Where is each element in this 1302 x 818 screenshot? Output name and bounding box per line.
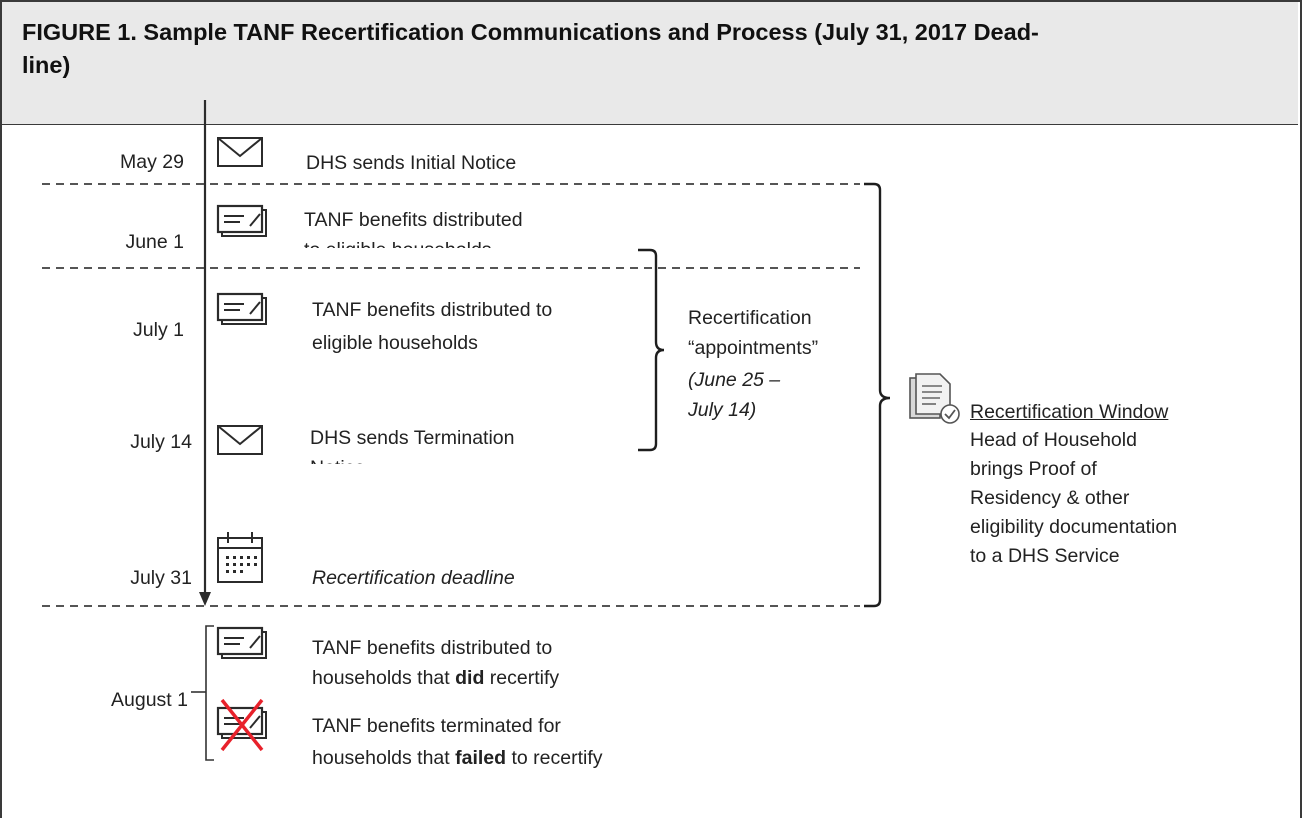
recert-window-line: eligibility documentation — [970, 516, 1178, 538]
event-termination-notice-line1: DHS sends Termination — [310, 427, 515, 449]
timeline-arrow — [199, 592, 211, 606]
benefit-card-icon — [216, 292, 267, 325]
appointments-dates-line2: July 14) — [688, 399, 757, 421]
appointments-bracket — [638, 248, 665, 452]
recert-window-line: brings Proof of — [970, 458, 1097, 480]
appointments-label-line2: “appointments” — [688, 337, 819, 359]
figure-title: FIGURE 1. Sample TANF Recertification Co… — [22, 19, 1039, 78]
august-did-line1: TANF benefits distributed to — [312, 637, 553, 659]
calendar-icon — [217, 532, 263, 583]
august-failed-line1: TANF benefits terminated for — [312, 715, 561, 737]
envelope-icon — [217, 137, 263, 167]
benefit-card-icon — [216, 204, 267, 237]
event-recert-deadline: Recertification deadline — [312, 567, 515, 589]
august-failed-line2: households that failed to recertify — [312, 747, 603, 769]
date-july-31: July 31 — [130, 567, 192, 589]
date-july-14: July 14 — [130, 431, 192, 453]
title-bar: FIGURE 1. Sample TANF Recertification Co… — [2, 2, 1298, 125]
event-initial-notice: DHS sends Initial Notice — [306, 152, 517, 174]
envelope-icon — [217, 425, 263, 455]
event-june-benefits-line1: TANF benefits distributed — [304, 209, 523, 231]
date-august-1: August 1 — [111, 689, 188, 711]
august-bracket — [205, 625, 214, 761]
recert-window-line: Head of Household — [970, 429, 1137, 451]
benefit-card-icon — [216, 626, 267, 659]
recert-window-line: Residency & other — [970, 487, 1130, 509]
appointments-label-line1: Recertification — [688, 307, 812, 329]
event-july-benefits-line1: TANF benefits distributed to — [312, 299, 553, 321]
event-july-benefits-line2: eligible households — [312, 332, 478, 354]
document-check-icon — [909, 373, 960, 424]
date-may-29: May 29 — [120, 151, 184, 173]
text-clip-mask — [295, 464, 595, 482]
window-bracket — [864, 182, 891, 608]
terminated-card-icon — [216, 698, 267, 752]
date-june-1: June 1 — [125, 231, 184, 253]
recert-window-line: to a DHS Service — [970, 545, 1120, 567]
appointments-dates-line1: (June 25 – — [688, 369, 781, 391]
august-did-line2: households that did recertify — [312, 667, 560, 689]
text-clip-mask — [295, 248, 635, 266]
recert-window-heading: Recertification Window — [970, 401, 1169, 423]
date-july-1: July 1 — [133, 319, 184, 341]
